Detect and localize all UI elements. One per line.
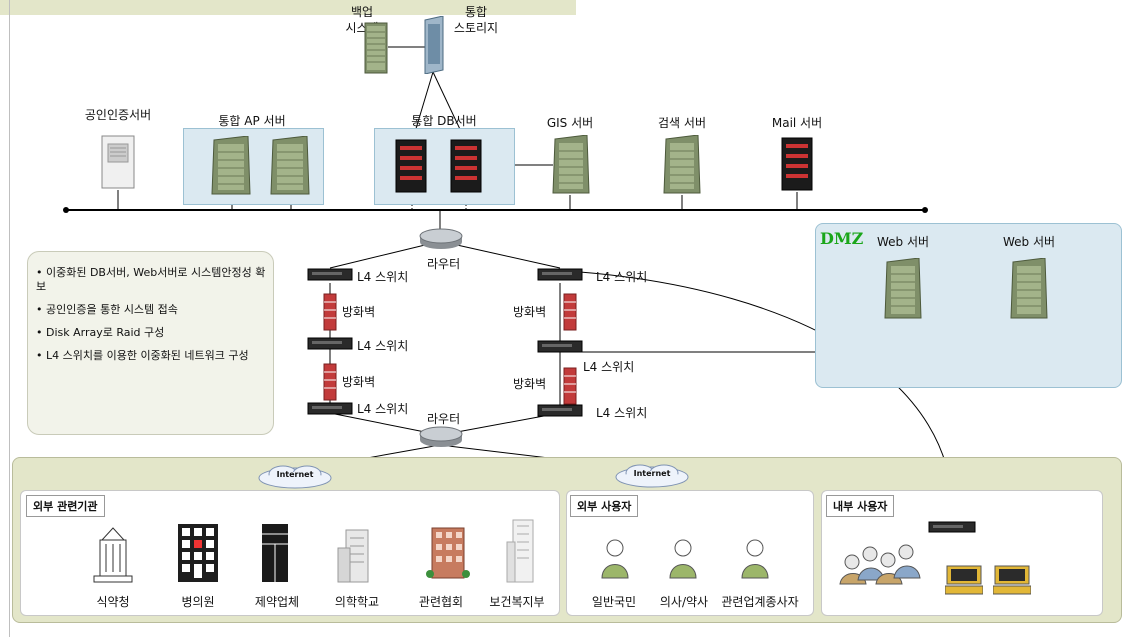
firewall-icon (563, 293, 577, 331)
user-icon (669, 539, 697, 579)
note-item: • L4 스위치를 이용한 이중화된 네트워크 구성 (36, 349, 249, 362)
note-item: • 이중화된 DB서버, Web서버로 시스템안정성 확보 (36, 266, 266, 293)
notes-box: • 이중화된 DB서버, Web서버로 시스템안정성 확보 • 공인인증을 통한… (27, 251, 274, 435)
l4-switch-icon (307, 402, 353, 415)
cloud-icon (615, 464, 689, 488)
internal-switch-icon (928, 521, 976, 533)
db-server-1-icon (395, 139, 427, 193)
external-orgs-title: 외부 관련기관 (26, 495, 105, 517)
internal-users-title: 내부 사용자 (826, 495, 895, 517)
router-bottom-label: 라우터 (427, 412, 461, 426)
gis-server-label: GIS 서버 (546, 116, 594, 130)
router-top-icon (419, 228, 463, 249)
left-rule (9, 0, 10, 637)
backup-server-icon (364, 22, 388, 74)
l4-switch-label: L4 스위치 (583, 360, 635, 374)
firewall-label: 방화벽 (342, 305, 376, 319)
external-users-title: 외부 사용자 (570, 495, 639, 517)
storage-icon (424, 16, 444, 74)
ministry-building-icon (506, 519, 534, 583)
dmz-web1-label: Web 서버 (876, 235, 930, 249)
internet-label: Internet (276, 470, 314, 479)
user-label: 관련업계종사자 (721, 595, 799, 609)
firewall-label: 방화벽 (342, 375, 376, 389)
l4-switch-label: L4 스위치 (596, 270, 648, 284)
association-building-icon (426, 527, 470, 579)
firewall-label: 방화벽 (513, 305, 547, 319)
router-top-label: 라우터 (427, 257, 461, 271)
org-label: 보건복지부 (489, 595, 545, 609)
pc-icon (993, 565, 1031, 595)
l4-switch-icon (537, 268, 583, 281)
l4-switch-label: L4 스위치 (357, 270, 409, 284)
l4-switch-icon (307, 337, 353, 350)
pharma-building-icon (262, 524, 288, 582)
org-label: 의학학교 (334, 595, 380, 609)
web-server-1-icon (884, 258, 922, 319)
cloud-icon (258, 465, 332, 489)
header-bar (0, 0, 576, 15)
cert-server-label: 공인인증서버 (84, 108, 152, 122)
user-icon (741, 539, 769, 579)
search-server-label: 검색 서버 (658, 116, 706, 130)
mail-server-label: Mail 서버 (771, 116, 823, 130)
ap-server-2-icon (270, 136, 310, 195)
user-label: 의사/약사 (659, 595, 709, 609)
org-label: 관련협회 (418, 595, 464, 609)
l4-switch-label: L4 스위치 (596, 406, 648, 420)
gis-server-icon (552, 135, 590, 194)
router-bottom-icon (419, 426, 463, 447)
note-item: • Disk Array로 Raid 구성 (36, 326, 165, 339)
hospital-icon (178, 524, 218, 582)
firewall-icon (563, 367, 577, 405)
building-icon (93, 527, 133, 583)
pc-icon (945, 565, 983, 595)
school-building-icon (337, 529, 369, 583)
l4-switch-label: L4 스위치 (357, 339, 409, 353)
firewall-label: 방화벽 (513, 377, 547, 391)
db-server-2-icon (450, 139, 482, 193)
org-label: 제약업체 (254, 595, 300, 609)
internet-label: Internet (633, 469, 671, 478)
web-server-2-icon (1010, 258, 1048, 319)
org-label: 식약청 (96, 595, 130, 609)
search-server-icon (663, 135, 701, 194)
dmz-web2-label: Web 서버 (1002, 235, 1056, 249)
firewall-icon (323, 363, 337, 401)
dmz-zone (815, 223, 1122, 388)
l4-switch-icon (537, 404, 583, 417)
l4-switch-icon (537, 340, 583, 353)
db-server-label: 통합 DB서버 (411, 114, 477, 128)
l4-switch-label: L4 스위치 (357, 402, 409, 416)
user-label: 일반국민 (591, 595, 637, 609)
org-label: 병의원 (181, 595, 215, 609)
note-item: • 공인인증을 통한 시스템 접속 (36, 303, 178, 316)
firewall-icon (323, 293, 337, 331)
cert-server-icon (101, 135, 135, 189)
l4-switch-icon (307, 268, 353, 281)
user-icon (601, 539, 629, 579)
mail-server-icon (781, 137, 813, 191)
ap-server-1-icon (211, 136, 251, 195)
dmz-title: DMZ (820, 229, 864, 248)
staff-group-icon (839, 544, 921, 585)
ap-server-label: 통합 AP 서버 (218, 114, 286, 128)
